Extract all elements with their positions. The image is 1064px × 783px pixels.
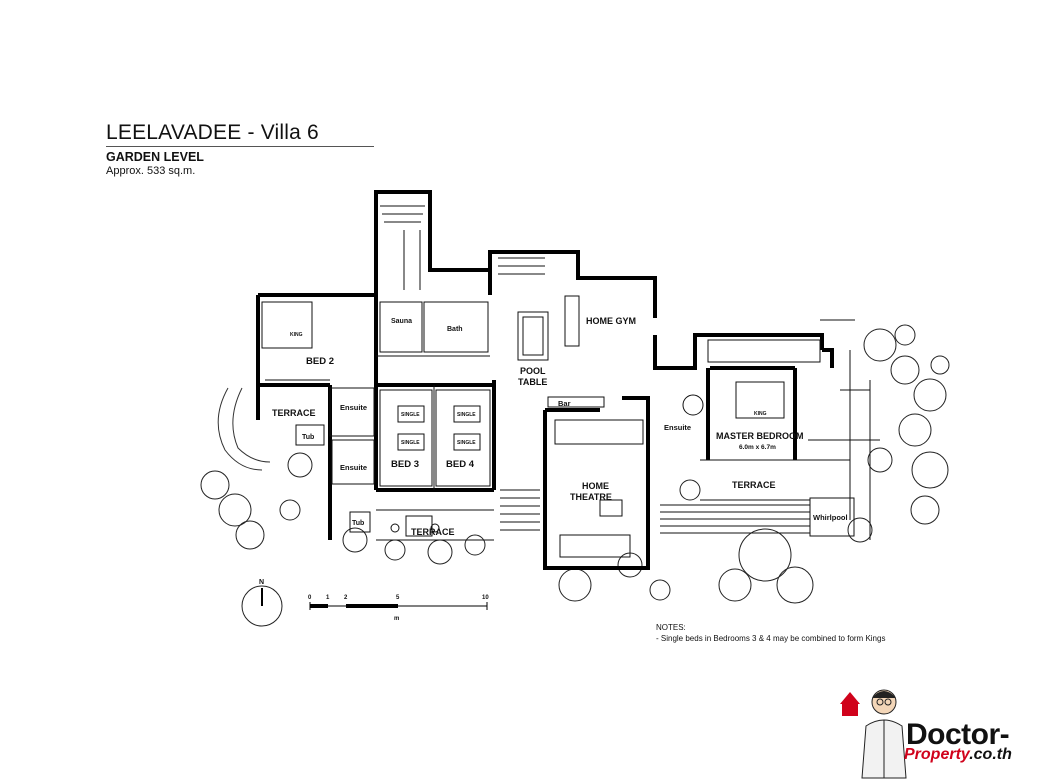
room-label-home-gym: HOME GYM (586, 316, 636, 326)
room-label-bed2: BED 2 (306, 356, 334, 367)
logo-text-doctor: Doctor- (906, 718, 1010, 751)
notes-heading: NOTES: (656, 623, 686, 632)
scale-bar: 0 1 2 5 10 m (308, 595, 489, 622)
room-label-terrace-left: TERRACE (272, 408, 316, 418)
room-label-terrace-mid: TERRACE (411, 527, 455, 537)
logo-text-domain: .co.th (969, 746, 1012, 763)
notes: NOTES: - Single beds in Bedrooms 3 & 4 m… (656, 622, 885, 644)
level-label: GARDEN LEVEL (106, 150, 204, 164)
room-label-bed4: BED 4 (446, 459, 475, 470)
room-label-bar: Bar (558, 399, 571, 408)
room-label-home-theatre-2: THEATRE (570, 492, 612, 502)
room-label-ensuite-master: Ensuite (664, 423, 691, 432)
bed-label-king-master: KING (754, 411, 767, 417)
room-label-master-size: 6.0m x 6.7m (739, 444, 776, 451)
room-label-ensuite-upper: Ensuite (340, 403, 367, 412)
room-label-pool-1: POOL (520, 366, 546, 376)
room-label-tub-lower: Tub (352, 520, 364, 527)
plan-title: LEELAVADEE - Villa 6 (106, 121, 319, 144)
scale-tick-10: 10 (482, 595, 489, 601)
scale-tick-5: 5 (396, 595, 400, 601)
room-label-ensuite-lower: Ensuite (340, 463, 367, 472)
doctor-mascot-icon (840, 689, 907, 779)
area-label: Approx. 533 sq.m. (106, 165, 196, 177)
logo-text-property-word: Property (904, 746, 970, 763)
scale-tick-0: 0 (308, 595, 312, 601)
garden-stones (217, 387, 271, 471)
room-label-sauna: Sauna (391, 318, 412, 325)
walls (256, 190, 834, 570)
room-label-bed3: BED 3 (391, 459, 419, 470)
north-compass: N (241, 579, 283, 627)
bed-label-king-bed2: KING (290, 332, 303, 338)
notes-line-1: - Single beds in Bedrooms 3 & 4 may be c… (656, 634, 886, 643)
room-label-master-bedroom: MASTER BEDROOM (716, 431, 804, 441)
room-label-whirlpool: Whirlpool (813, 513, 848, 522)
bed-label-single-4: SINGLE (457, 440, 476, 446)
scale-tick-2: 2 (344, 595, 348, 601)
garden-vegetation (200, 324, 950, 604)
title-rule (106, 146, 374, 147)
doctor-property-logo: Doctor- Property.co.th (836, 680, 1058, 780)
room-label-pool-2: TABLE (518, 377, 547, 387)
room-label-terrace-right: TERRACE (732, 480, 776, 490)
room-label-bath: Bath (447, 326, 463, 333)
interior-lines (261, 205, 880, 558)
bed-label-single-2: SINGLE (401, 440, 420, 446)
room-label-tub-upper: Tub (302, 434, 314, 441)
room-label-home-theatre-1: HOME (582, 481, 609, 491)
scale-unit: m (394, 616, 399, 622)
bed-label-single-3: SINGLE (457, 412, 476, 418)
compass-north-label: N (259, 579, 264, 586)
bed-label-single-1: SINGLE (401, 412, 420, 418)
logo-text-property: Property.co.th (904, 746, 1012, 764)
scale-tick-1: 1 (326, 595, 330, 601)
